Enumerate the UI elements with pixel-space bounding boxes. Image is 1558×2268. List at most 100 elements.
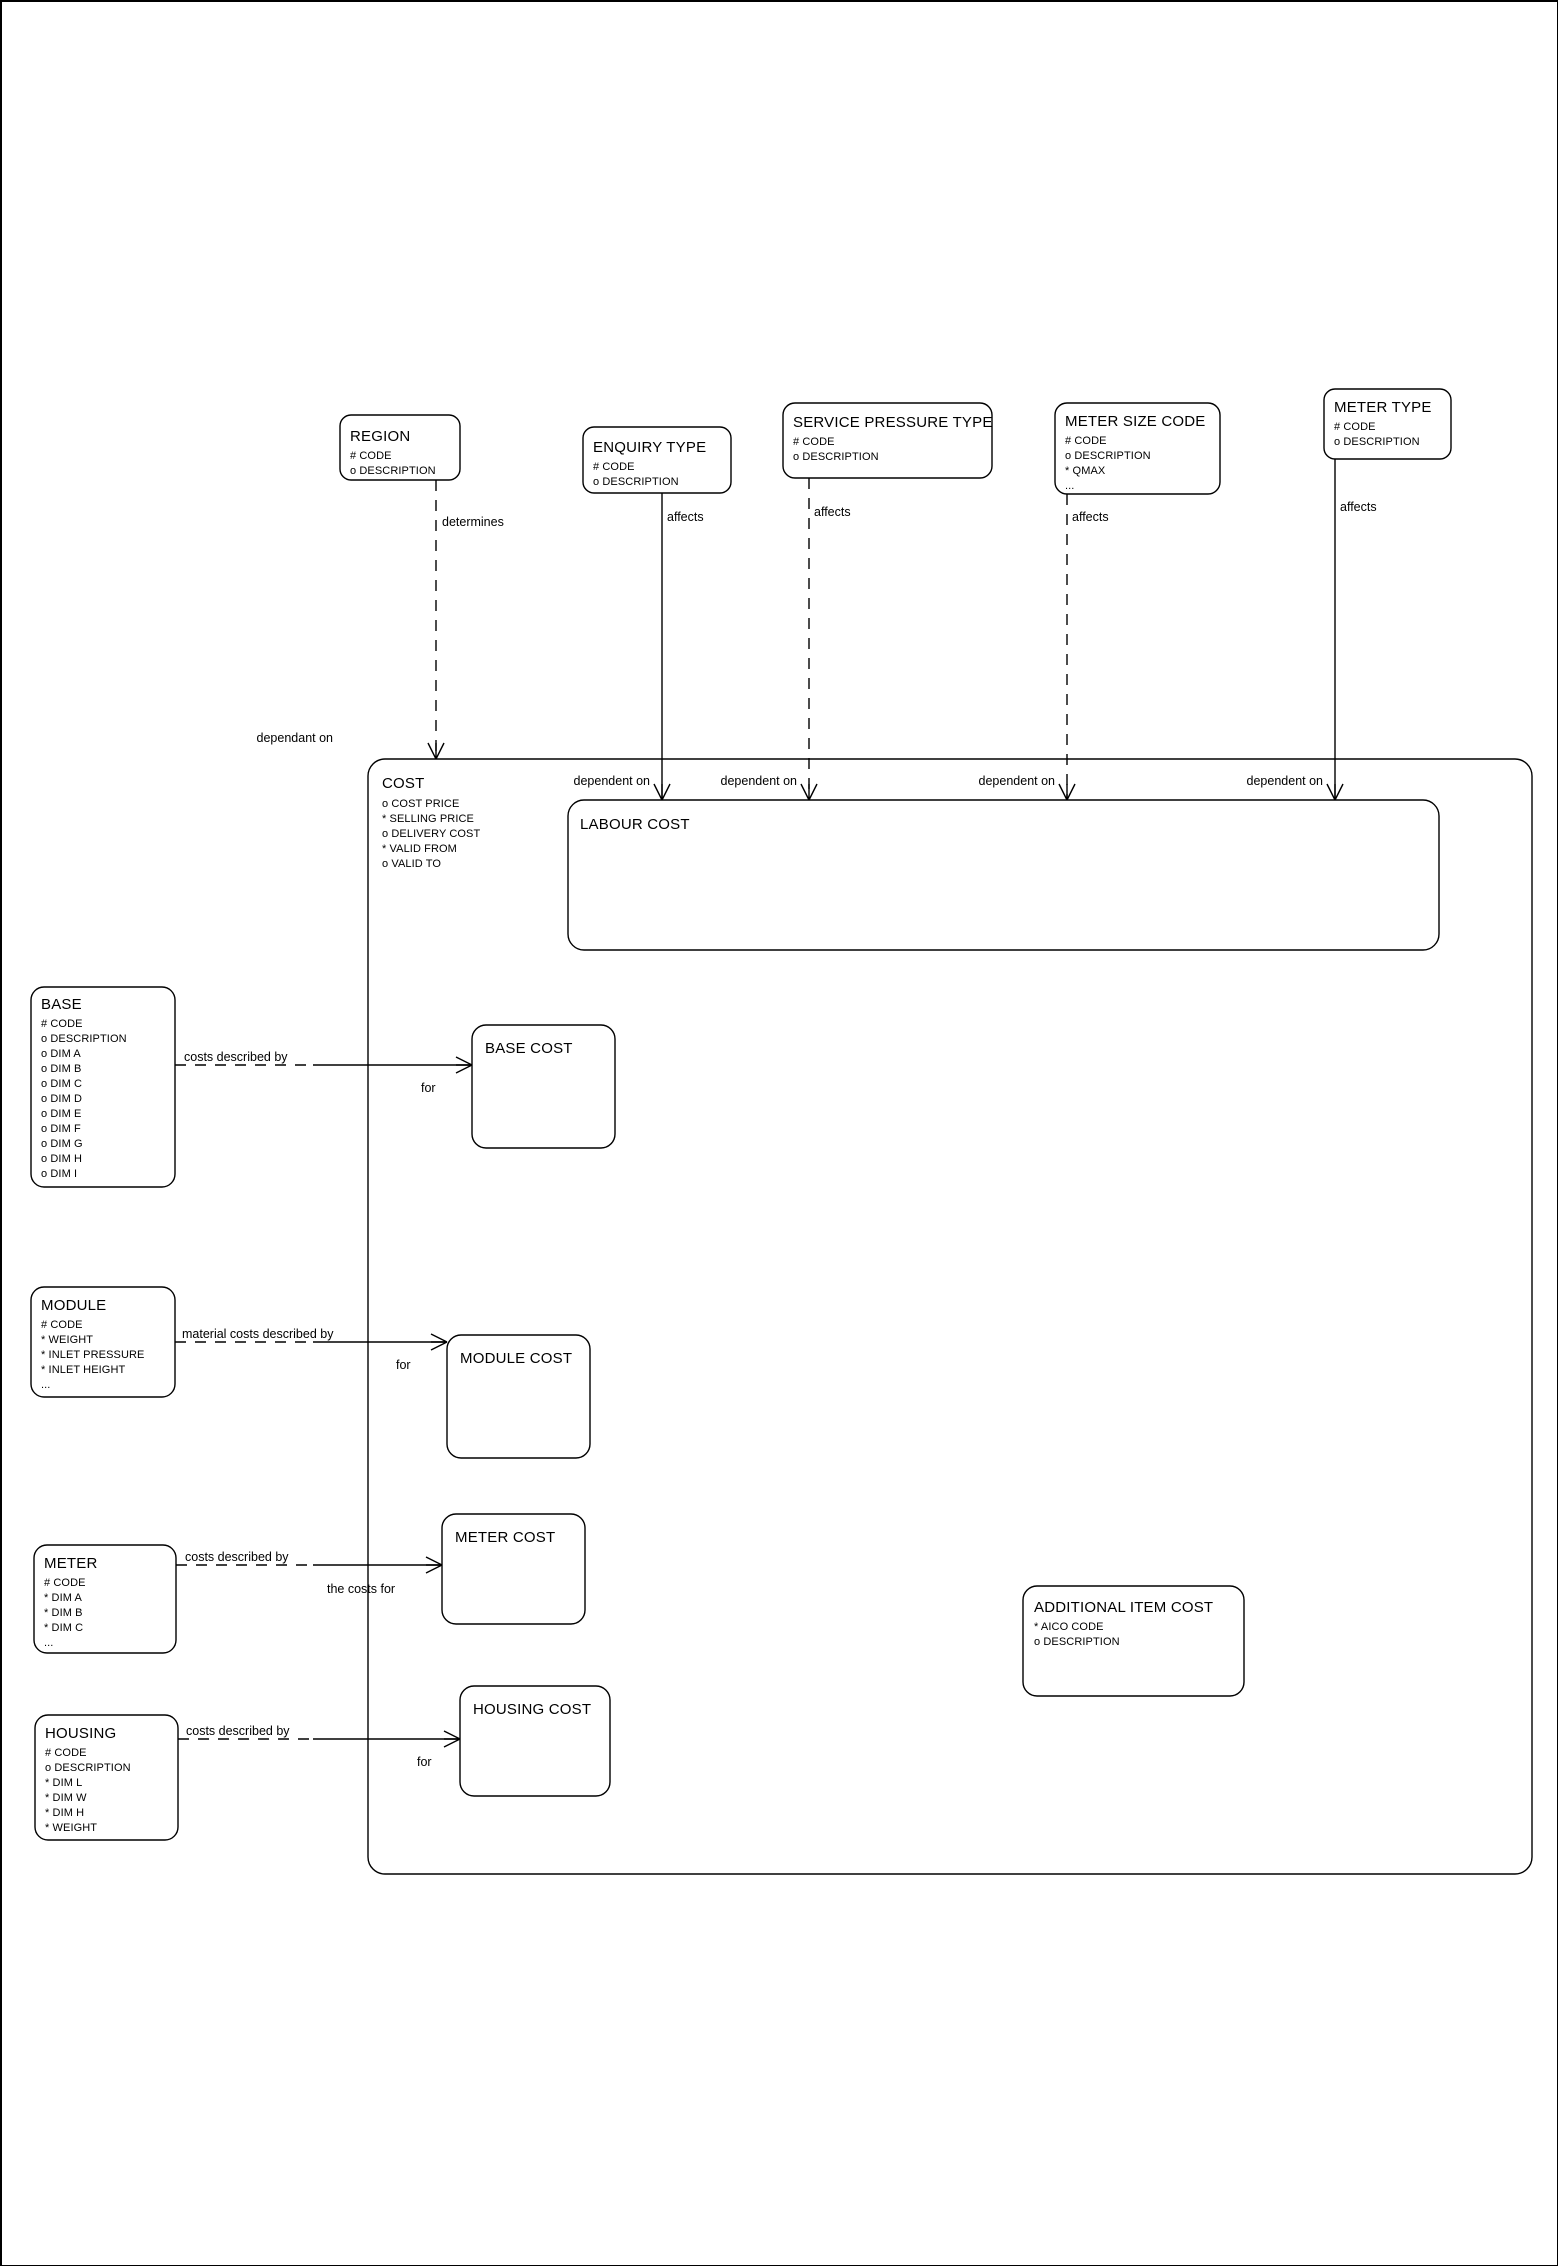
relationship-label-dependent-on-3: dependent on [979,774,1056,788]
service-pressure-type-entity-title: SERVICE PRESSURE TYPE [793,414,993,431]
enquiry-type-entity-box[interactable] [582,426,732,494]
housing-attr-5: * WEIGHT [45,1822,97,1834]
relationship-label-the-costs-for: the costs for [327,1582,395,1596]
relationship-label-dependent-on-4: dependent on [1247,774,1324,788]
housing-attr-0: # CODE [45,1747,87,1759]
enquiry-type-attr-1: o DESCRIPTION [593,476,679,488]
labour-cost-entity-box[interactable] [567,799,1440,951]
cost-entity-title: COST [382,775,424,792]
module-attr-3: * INLET HEIGHT [41,1364,126,1376]
service-pressure-type-attr-0: # CODE [793,436,835,448]
relationship-label-affects-metersize: affects [1072,510,1109,524]
service-pressure-type-attr-1: o DESCRIPTION [793,451,879,463]
base-entity-title: BASE [41,996,82,1013]
relationship-label-affects-pressure: affects [814,505,851,519]
region-entity-title: REGION [350,428,410,445]
relationship-label-costs-described-by-base: costs described by [184,1050,288,1064]
additional-item-cost-attr-0: * AICO CODE [1034,1621,1104,1633]
meter-size-code-attr-3: ... [1065,480,1074,492]
crowsfoot-region-cost [427,742,445,760]
enquiry-type-entity-title: ENQUIRY TYPE [593,439,706,456]
crowsfoot-metersize-labour [1058,783,1076,801]
housing-attr-2: * DIM L [45,1777,82,1789]
base-entity-box[interactable] [30,986,176,1188]
relationship-label-affects-metertype: affects [1340,500,1377,514]
module-attr-1: * WEIGHT [41,1334,93,1346]
enquiry-type-attr-0: # CODE [593,461,635,473]
region-attr-0: # CODE [350,450,392,462]
base-attr-6: o DIM E [41,1108,81,1120]
cost-attr-3: * VALID FROM [382,843,457,855]
housing-cost-entity-box[interactable] [459,1685,611,1797]
relationship-label-costs-described-by-meter: costs described by [185,1550,289,1564]
cost-entity-box[interactable] [367,758,1533,1875]
base-attr-1: o DESCRIPTION [41,1033,127,1045]
housing-attr-1: o DESCRIPTION [45,1762,131,1774]
base-cost-entity-title: BASE COST [485,1040,573,1057]
relationship-label-dependent-on-1: dependent on [574,774,651,788]
meter-size-code-attr-2: * QMAX [1065,465,1106,477]
base-attr-10: o DIM I [41,1168,77,1180]
cost-attr-4: o VALID TO [382,858,441,870]
crowsfoot-enquiry-labour [653,783,671,801]
additional-item-cost-entity-title: ADDITIONAL ITEM COST [1034,1599,1213,1616]
region-attr-1: o DESCRIPTION [350,465,436,477]
additional-item-cost-entity-box[interactable] [1022,1585,1245,1697]
module-attr-0: # CODE [41,1319,83,1331]
crowsfoot-housing-housingcost [443,1730,461,1748]
cost-attr-2: o DELIVERY COST [382,828,480,840]
cost-attr-0: o COST PRICE [382,798,459,810]
meter-size-code-entity-box[interactable] [1054,402,1221,495]
meter-attr-4: ... [44,1637,53,1649]
module-attr-4: ... [41,1379,50,1391]
meter-attr-0: # CODE [44,1577,86,1589]
relationship-label-material-costs-described-by: material costs described by [182,1327,334,1341]
labour-cost-entity-title: LABOUR COST [580,816,690,833]
meter-type-attr-1: o DESCRIPTION [1334,436,1420,448]
meter-type-attr-0: # CODE [1334,421,1376,433]
additional-item-cost-attr-1: o DESCRIPTION [1034,1636,1120,1648]
crowsfoot-pressure-labour [800,783,818,801]
relationship-label-for-housing: for [417,1755,432,1769]
meter-type-entity-box[interactable] [1323,388,1452,460]
relationship-label-affects-enquiry: affects [667,510,704,524]
meter-attr-1: * DIM A [44,1592,83,1604]
relationship-label-for-module: for [396,1358,411,1372]
service-pressure-type-entity-box[interactable] [782,402,993,479]
meter-entity-box[interactable] [33,1544,177,1654]
relationship-label-dependant-on: dependant on [257,731,334,745]
meter-size-code-attr-1: o DESCRIPTION [1065,450,1151,462]
region-entity-box[interactable] [339,414,461,481]
crowsfoot-meter-metercost [425,1556,443,1574]
base-attr-5: o DIM D [41,1093,82,1105]
relationship-label-determines: determines [442,515,504,529]
crowsfoot-metertype-labour [1326,783,1344,801]
meter-size-code-entity-title: METER SIZE CODE [1065,413,1206,430]
base-attr-0: # CODE [41,1018,83,1030]
cost-attr-1: * SELLING PRICE [382,813,474,825]
meter-attr-3: * DIM C [44,1622,83,1634]
housing-entity-title: HOUSING [45,1725,116,1742]
meter-attr-2: * DIM B [44,1607,83,1619]
meter-size-code-attr-0: # CODE [1065,435,1107,447]
base-cost-entity-box[interactable] [471,1024,616,1149]
module-attr-2: * INLET PRESSURE [41,1349,144,1361]
relationship-label-dependent-on-2: dependent on [721,774,798,788]
module-cost-entity-title: MODULE COST [460,1350,572,1367]
meter-cost-entity-box[interactable] [441,1513,586,1625]
meter-type-entity-title: METER TYPE [1334,399,1432,416]
base-attr-9: o DIM H [41,1153,82,1165]
base-attr-7: o DIM F [41,1123,81,1135]
base-attr-4: o DIM C [41,1078,82,1090]
module-cost-entity-box[interactable] [446,1334,591,1459]
crowsfoot-base-basecost [455,1056,473,1074]
housing-entity-box[interactable] [34,1714,179,1841]
housing-cost-entity-title: HOUSING COST [473,1701,591,1718]
meter-cost-entity-title: METER COST [455,1529,555,1546]
base-attr-8: o DIM G [41,1138,83,1150]
base-attr-3: o DIM B [41,1063,81,1075]
relationship-label-for-base: for [421,1081,436,1095]
relationship-label-costs-described-by-housing: costs described by [186,1724,290,1738]
